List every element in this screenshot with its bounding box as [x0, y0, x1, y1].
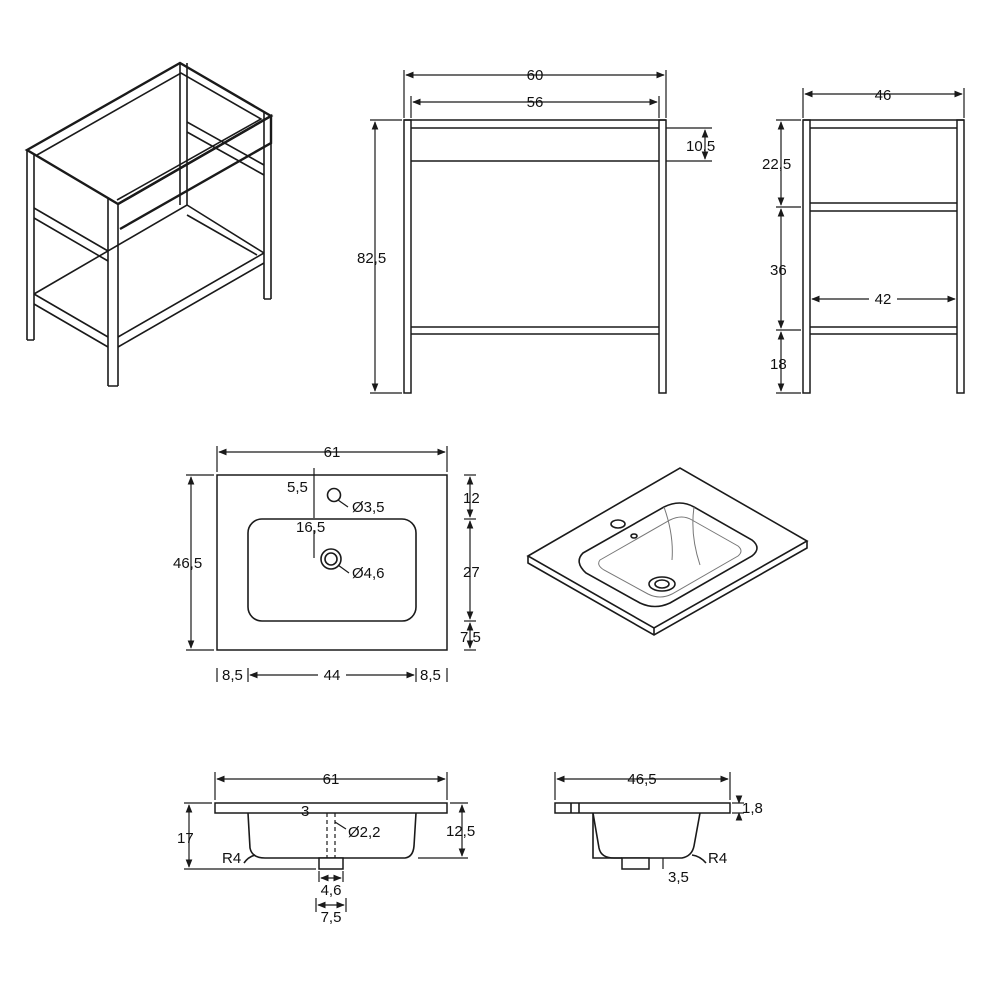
- front-section-radius-leader: [243, 854, 256, 864]
- dim-bowl-depth-27: 27: [463, 564, 480, 581]
- dim-section-height-17: 17: [177, 830, 194, 847]
- front-section-bowl: [247, 812, 417, 859]
- dim-width-60: 60: [527, 67, 544, 84]
- dim-overflow-3: 3: [301, 803, 309, 820]
- basin-isometric-view: [526, 467, 809, 636]
- basin-bowl-rim: [578, 502, 758, 608]
- lower-left-rail: [33, 293, 109, 348]
- dim-radius-r4-front: R4: [222, 850, 241, 867]
- dim-inner-depth-42: 42: [875, 291, 892, 308]
- side-section-radius-leader: [691, 854, 707, 864]
- basin-side-section: [554, 802, 731, 870]
- dim-section-width-61: 61: [323, 771, 340, 788]
- dim-drain-flange-7-5: 7,5: [321, 909, 342, 926]
- dim-bowl-height-12-5: 12,5: [446, 823, 475, 840]
- basin-bowl-inner: [598, 516, 742, 598]
- dim-side-drain-offset-3-5: 3,5: [668, 869, 689, 886]
- bowl-outline: [247, 518, 417, 622]
- dim-middle-36: 36: [770, 262, 787, 279]
- side-section-overflow-channel: [592, 813, 622, 859]
- back-right-leg: [263, 112, 272, 300]
- lower-back-rail-inner: [186, 214, 258, 256]
- drain-hole: [324, 552, 338, 566]
- dim-top-rail-10-5: 10,5: [686, 138, 715, 155]
- left-side-rail: [33, 207, 109, 262]
- basin-tap-hole: [610, 519, 626, 529]
- dim-overflow-hole-2-2: Ø2,2: [348, 824, 381, 841]
- front-section-slab: [214, 802, 448, 814]
- basin-top-dimensions: 61 46,5 5,5 Ø3,5 16,5 Ø4,6 12 27 7,5 8,5…: [173, 444, 481, 684]
- top-frame-inner: [36, 72, 263, 201]
- dim-height-82-5: 82,5: [357, 250, 386, 267]
- dim-back-margin-12: 12: [463, 490, 480, 507]
- basin-bowl-shading: [663, 506, 701, 566]
- side-view-dimensions: 46 22,5 36 18 42: [762, 87, 965, 394]
- dim-radius-r4-side: R4: [708, 850, 727, 867]
- back-side-rail: [186, 121, 265, 176]
- right-post: [658, 119, 667, 394]
- cabinet-isometric-view: [24, 61, 274, 387]
- dim-side-left-8-5: 8,5: [222, 667, 243, 684]
- tap-hole: [326, 487, 342, 503]
- dim-tap-hole-3-5: Ø3,5: [352, 499, 385, 516]
- cabinet-front-view: [403, 119, 667, 394]
- side-section-slab: [554, 802, 731, 814]
- left-post: [403, 119, 412, 394]
- front-corner-leg: [107, 198, 119, 387]
- dim-drain-offset-16-5: 16,5: [296, 519, 325, 536]
- side-right-post: [956, 119, 965, 394]
- dim-slab-thickness-1-8: 1,8: [742, 800, 763, 817]
- dim-drain-width-4-6: 4,6: [321, 882, 342, 899]
- lower-front-rail: [117, 252, 265, 348]
- dim-front-margin-7-5: 7,5: [460, 629, 481, 646]
- front-section-drain: [318, 857, 344, 870]
- basin-front-section-dimensions: 61 17 3 Ø2,2 12,5 R4 4,6 7,5: [177, 771, 475, 926]
- side-left-post: [802, 119, 811, 394]
- dim-depth-46: 46: [875, 87, 892, 104]
- dim-bowl-width-44: 44: [324, 667, 341, 684]
- back-left-leg: [179, 63, 188, 205]
- basin-side-section-dimensions: 46,5 1,8 R4 3,5: [554, 771, 763, 886]
- dim-drain-hole-4-6: Ø4,6: [352, 565, 385, 582]
- dim-side-right-8-5: 8,5: [420, 667, 441, 684]
- front-view-dimensions: 60 56 10,5 82,5: [357, 67, 715, 394]
- drain-ring: [320, 548, 342, 570]
- dim-upper-22-5: 22,5: [762, 156, 791, 173]
- basin-overflow-hole: [630, 533, 638, 539]
- lower-back-rails: [33, 204, 265, 295]
- dim-lower-18: 18: [770, 356, 787, 373]
- basin-top-view: [216, 474, 448, 651]
- side-section-bowl: [592, 812, 701, 859]
- dim-tap-offset-5-5: 5,5: [287, 479, 308, 496]
- basin-drain: [648, 576, 676, 592]
- dim-basin-width-61: 61: [324, 444, 341, 461]
- dim-basin-depth-46-5: 46,5: [173, 555, 202, 572]
- dim-side-depth-46-5: 46,5: [627, 771, 656, 788]
- cabinet-side-view: [802, 119, 965, 394]
- front-left-leg: [26, 150, 35, 341]
- dim-inner-width-56: 56: [527, 94, 544, 111]
- front-apron: [117, 113, 273, 231]
- side-section-drain: [621, 857, 650, 870]
- basin-front-section: [214, 802, 448, 870]
